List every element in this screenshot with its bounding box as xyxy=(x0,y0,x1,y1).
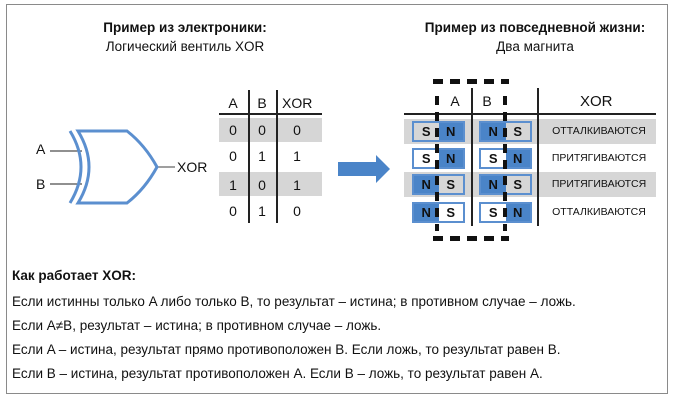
magnet-pole-n: N xyxy=(505,204,530,221)
table-cell: 0 xyxy=(229,122,237,138)
magnet-pole-n: N xyxy=(414,204,439,221)
everyday-title-block: Пример из повседневной жизни: Два магнит… xyxy=(400,18,670,56)
table-header-b: B xyxy=(257,95,267,111)
magnet-pole-n: N xyxy=(438,150,463,167)
electronics-title-block: Пример из электроники: Логический вентил… xyxy=(85,18,285,56)
gate-input-b-label: B xyxy=(36,176,46,192)
magnet-pole-n: N xyxy=(481,176,506,193)
table-header-a: A xyxy=(228,95,238,111)
explanation-line: Если A≠B, результат – истина; в противно… xyxy=(12,318,382,333)
table-row-band xyxy=(219,118,322,142)
dashed-border-left xyxy=(435,96,439,231)
table-divider xyxy=(276,90,278,223)
magnet-pole-s: S xyxy=(446,205,456,220)
magnet-pole-n: N xyxy=(481,123,506,140)
table-cell: 1 xyxy=(258,148,266,164)
explanation-heading: Как работает XOR: xyxy=(12,268,136,283)
diagram-frame xyxy=(6,4,668,394)
table-cell: 1 xyxy=(293,148,301,164)
magnet-header-xor: XOR xyxy=(580,93,613,110)
table-header-xor: XOR xyxy=(282,95,313,111)
everyday-title: Пример из повседневной жизни: xyxy=(424,20,646,35)
magnet-pole-s: S xyxy=(446,177,456,192)
dashed-border-top xyxy=(433,79,509,84)
magnet-pole-s: S xyxy=(513,177,523,192)
magnet-pole-s: S xyxy=(513,124,523,139)
right-arrow-icon xyxy=(338,155,390,183)
dashed-border-right xyxy=(503,96,507,231)
magnet-pole-s: S xyxy=(488,205,498,220)
explanation-line: Если A – истина, результат прямо противо… xyxy=(12,342,561,357)
table-cell: 0 xyxy=(293,203,301,219)
magnet-pole-n: N xyxy=(505,150,530,167)
magnet-pole-n: N xyxy=(414,176,439,193)
magnet-result: ОТТАЛКИВАЮТСЯ xyxy=(552,125,646,137)
table-cell: 0 xyxy=(229,203,237,219)
table-cell: 1 xyxy=(229,177,237,193)
magnet-pole-s: S xyxy=(421,151,431,166)
table-cell: 0 xyxy=(258,177,266,193)
table-cell: 1 xyxy=(293,177,301,193)
table-cell: 1 xyxy=(258,203,266,219)
gate-input-a-label: A xyxy=(36,141,46,157)
table-row-band xyxy=(219,172,322,196)
explanation-line: Если истинны только A либо только B, то … xyxy=(12,294,576,309)
table-cell: 0 xyxy=(293,122,301,138)
dashed-border-bottom xyxy=(433,236,509,241)
table-header-divider xyxy=(404,113,656,115)
table-divider xyxy=(471,88,473,226)
magnet-pole-n: N xyxy=(438,123,463,140)
electronics-title: Пример из электроники: xyxy=(103,20,267,35)
magnet-pole-s: S xyxy=(421,124,431,139)
magnet-result: ОТТАЛКИВАЮТСЯ xyxy=(552,206,646,218)
magnet-header-b: B xyxy=(482,93,492,109)
table-header-divider xyxy=(219,113,322,115)
magnet-pole-s: S xyxy=(488,151,498,166)
explanation-line: Если B – истина, результат противоположе… xyxy=(12,366,543,381)
magnet-header-a: A xyxy=(450,93,460,109)
gate-output-label: XOR xyxy=(177,159,208,175)
magnet-result: ПРИТЯГИВАЮТСЯ xyxy=(551,152,647,164)
table-cell: 0 xyxy=(229,148,237,164)
xor-gate-icon xyxy=(50,129,175,205)
table-divider xyxy=(248,90,250,223)
magnet-result: ПРИТЯГИВАЮТСЯ xyxy=(551,178,647,190)
table-cell: 0 xyxy=(258,122,266,138)
electronics-subtitle: Логический вентиль XOR xyxy=(105,39,265,54)
table-divider xyxy=(537,88,539,226)
everyday-subtitle: Два магнита xyxy=(496,39,574,54)
